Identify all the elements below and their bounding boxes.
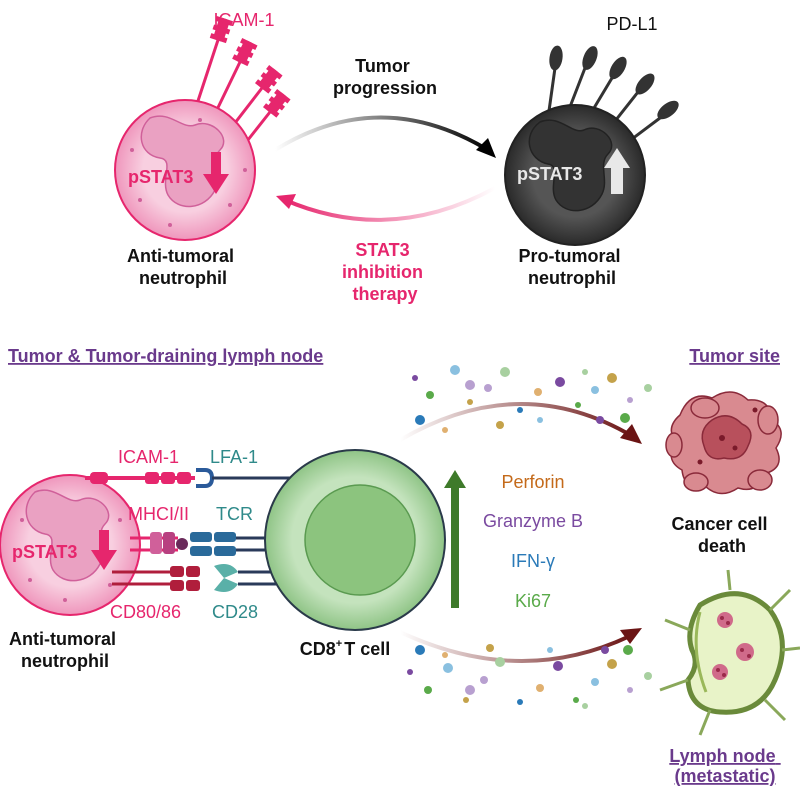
cancer-death-label: Cancer cell death <box>671 514 772 556</box>
anti-tumoral-label-top: Anti-tumoral neutrophil <box>127 246 239 288</box>
cytokine-dot <box>415 645 425 655</box>
lfa1-label: LFA-1 <box>210 447 258 467</box>
cd8-t-cell-label: CD8+T cell <box>300 638 390 659</box>
ki67-label: Ki67 <box>515 591 551 611</box>
cytokine-dot <box>480 676 488 684</box>
anti-tumoral-label-bottom: Anti-tumoral neutrophil <box>9 629 121 671</box>
pro-tumoral-label: Pro-tumoral neutrophil <box>518 246 625 288</box>
section-heading-lymph-node: Lymph node (metastatic) <box>669 746 780 786</box>
pro-tumoral-neutrophil <box>504 104 646 246</box>
cytokine-dot <box>465 380 475 390</box>
cytokine-dot <box>601 646 609 654</box>
perforin-label: Perforin <box>501 472 564 492</box>
cytokine-dot <box>607 659 617 669</box>
cytokine-dot <box>442 652 448 658</box>
pdl1-label: PD-L1 <box>606 14 657 34</box>
cytokine-dot <box>573 697 579 703</box>
cd80-cd28-pair <box>112 564 288 592</box>
cytokine-dot <box>450 365 460 375</box>
anti-tumoral-neutrophil-top <box>114 99 256 241</box>
cytokine-dot <box>623 645 633 655</box>
cytokine-dot <box>591 678 599 686</box>
ifn-label: IFN-γ <box>511 551 555 571</box>
cytokine-dot <box>582 369 588 375</box>
cytokine-dot <box>620 413 630 423</box>
cytokine-dot <box>547 647 553 653</box>
cytokine-dot <box>555 377 565 387</box>
cytokine-dot <box>415 415 425 425</box>
mhc-tcr-pair <box>130 532 290 556</box>
cd8-t-cell <box>264 449 446 631</box>
section-heading-left: Tumor & Tumor-draining lymph node <box>8 346 323 366</box>
cytokine-dot <box>575 402 581 408</box>
cytokine-dot <box>536 684 544 692</box>
cytokine-dot <box>517 699 523 705</box>
down-arrow-icon <box>203 152 229 194</box>
cytokine-dot <box>496 421 504 429</box>
cytokine-dot <box>644 384 652 392</box>
anti-tumoral-neutrophil-bottom <box>0 474 141 616</box>
icam1-receptors-top <box>193 15 291 151</box>
section-heading-tumor: Tumor site <box>689 346 780 366</box>
cytokine-dots-bottom <box>407 644 652 709</box>
cd80-label: CD80/86 <box>110 602 181 622</box>
cytokine-dot <box>517 407 523 413</box>
tumor-progression-label: Tumor progression <box>333 56 437 98</box>
cytokine-dot <box>467 399 473 405</box>
tumor-cell-cluster <box>665 391 782 495</box>
cytokine-dot <box>495 657 505 667</box>
mhc-label: MHCI/II <box>128 504 189 524</box>
up-arrow-icon <box>604 148 630 194</box>
cytokine-dot <box>426 391 434 399</box>
cytokine-dot <box>627 687 633 693</box>
cytokine-dot <box>424 686 432 694</box>
pstat3-label-left: pSTAT3 <box>128 167 193 187</box>
lymph-node <box>659 569 800 736</box>
cytokine-dot <box>442 427 448 433</box>
cytokine-dot <box>407 669 413 675</box>
icam1-label-top: ICAM-1 <box>213 10 274 30</box>
cytokine-dot <box>627 397 633 403</box>
tumor-progression-arrow <box>273 115 496 158</box>
down-arrow-icon-bottom <box>91 530 117 570</box>
cd28-label: CD28 <box>212 602 258 622</box>
green-up-arrow <box>444 470 466 608</box>
cytokine-dot <box>484 384 492 392</box>
cytokine-dot <box>553 661 563 671</box>
granzyme-label: Granzyme B <box>483 511 583 531</box>
cytokine-dot <box>486 644 494 652</box>
stat3-therapy-arrow <box>276 186 496 222</box>
icam1-label-bottom: ICAM-1 <box>118 447 179 467</box>
cytokine-dot <box>412 375 418 381</box>
cytokine-dot <box>463 697 469 703</box>
icam1-lfa1-pair <box>85 468 298 488</box>
pstat3-label-right: pSTAT3 <box>517 164 582 184</box>
cytokine-dots-top <box>412 365 652 433</box>
cytokine-dot <box>500 367 510 377</box>
cytokine-dot <box>465 685 475 695</box>
cytokine-dot <box>534 388 542 396</box>
cytokine-dot <box>644 672 652 680</box>
pstat3-label-bottom: pSTAT3 <box>12 542 77 562</box>
cytokine-dot <box>537 417 543 423</box>
cytokine-dot <box>591 386 599 394</box>
cytokine-dot <box>582 703 588 709</box>
stat3-therapy-label: STAT3 inhibition therapy <box>342 240 428 304</box>
tcr-label: TCR <box>216 504 253 524</box>
cytokine-dot <box>443 663 453 673</box>
cytokine-dot <box>596 416 604 424</box>
cytokine-dot <box>607 373 617 383</box>
arrow-to-lymph-node <box>399 628 642 663</box>
